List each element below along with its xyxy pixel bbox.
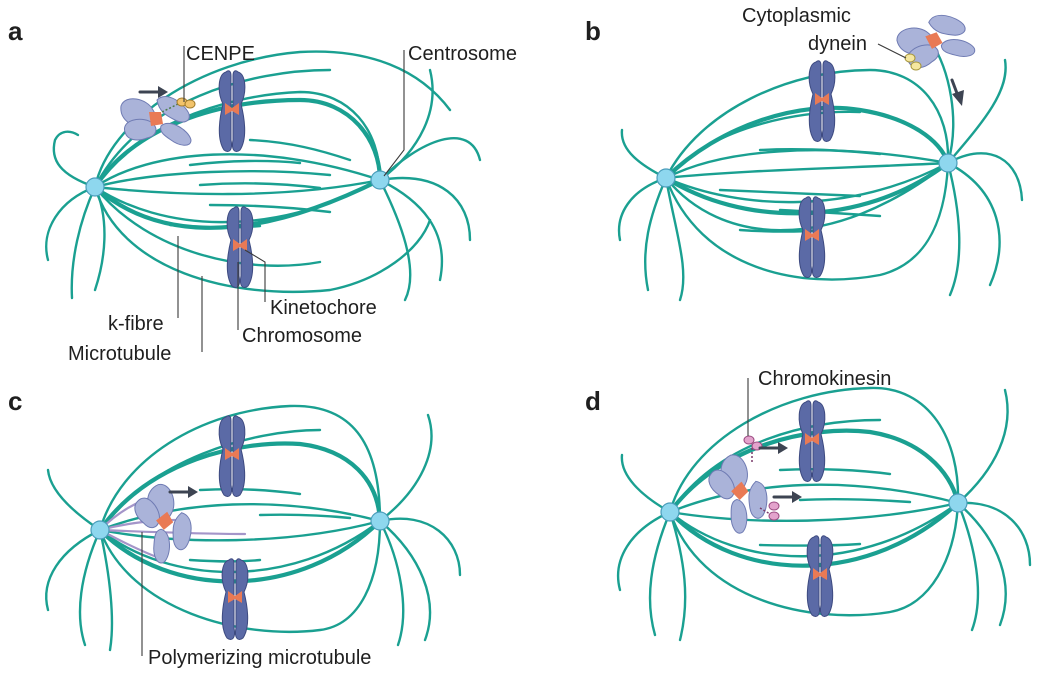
spindle-d [616, 386, 1032, 642]
label-microtubule: Microtubule [68, 343, 171, 365]
label-k-fibre: k-fibre [108, 313, 164, 335]
panel-letter-a: a [8, 16, 23, 46]
centrosome-left-d [660, 502, 680, 522]
chromosome-c-top [218, 415, 246, 498]
chromosome-b-bottom [798, 196, 826, 279]
centrosome-right-c [370, 511, 390, 531]
panel-letter-b: b [585, 16, 601, 46]
chromosome-b-top [808, 60, 836, 143]
motion-arrow-d-lower [772, 489, 804, 505]
chromosome-a-top [218, 70, 246, 153]
panel-a: a [8, 16, 517, 365]
panel-c: c [8, 386, 462, 669]
label-cytoplasmic: Cytoplasmic [742, 5, 851, 27]
chromosome-a-bottom [226, 206, 254, 289]
centrosome-left-a [85, 177, 105, 197]
centrosome-left-b [656, 168, 676, 188]
centrosome-right-b [938, 153, 958, 173]
dynein-motor [904, 53, 922, 71]
label-kinetochore: Kinetochore [270, 297, 377, 319]
label-centrosome: Centrosome [408, 43, 517, 65]
label-dynein: dynein [808, 33, 867, 55]
panel-letter-d: d [585, 386, 601, 416]
centrosome-left-c [90, 520, 110, 540]
chromokinesin-motor [743, 435, 780, 521]
label-polymerizing-microtubule: Polymerizing microtubule [148, 647, 371, 669]
chromosome-b-unaligned [893, 7, 977, 78]
chromosome-d-bottom [806, 535, 834, 618]
chromosome-d-unaligned [697, 449, 779, 536]
label-chromosome: Chromosome [242, 325, 362, 347]
spindle-a [45, 50, 482, 302]
centrosome-right-d [948, 493, 968, 513]
label-chromokinesin: Chromokinesin [758, 368, 891, 390]
panel-b: b [585, 5, 1024, 302]
motion-arrow-c [168, 484, 200, 500]
panel-letter-c: c [8, 386, 22, 416]
label-cenpe: CENPE [186, 43, 255, 65]
panel-d: d [585, 368, 1032, 642]
motion-arrow-b [950, 78, 964, 106]
